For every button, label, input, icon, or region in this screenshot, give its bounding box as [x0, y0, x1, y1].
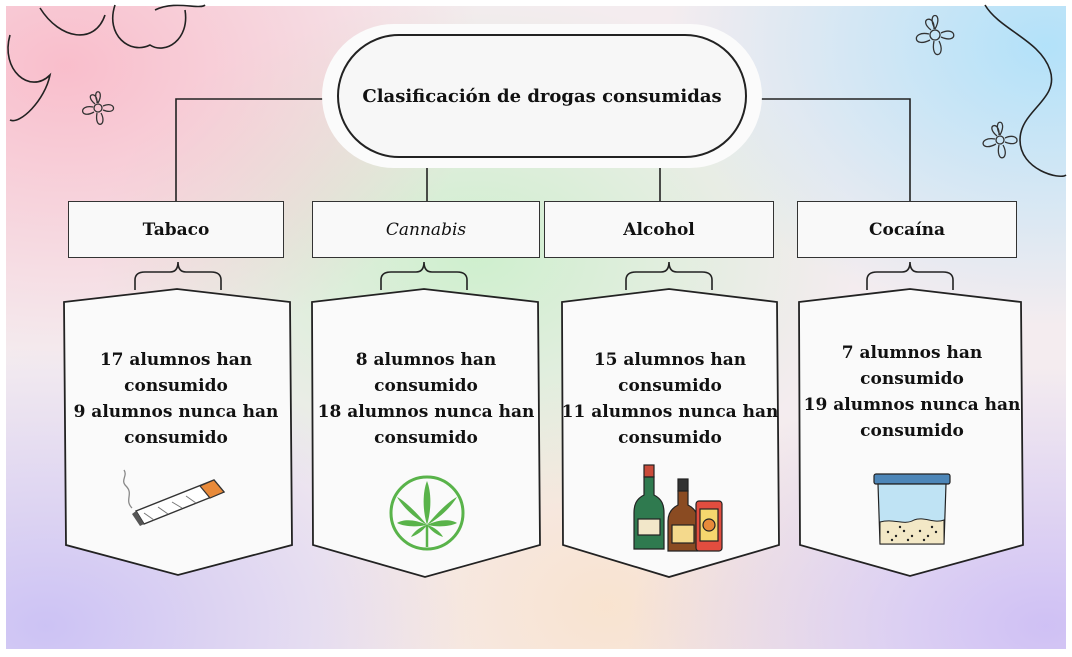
category-label: Cannabis [385, 219, 467, 240]
consumed-count: 7 alumnos han consumido [841, 343, 983, 389]
category-box-cannabis: Cannabis [312, 201, 540, 258]
never-consumed-count: 11 alumnos nunca han consumido [561, 402, 779, 448]
cards [63, 288, 1024, 578]
never-consumed-count: 18 alumnos nunca han consumido [317, 402, 535, 448]
cigarette-icon [123, 469, 226, 526]
card-cannabis [311, 288, 541, 578]
flower-icon [81, 91, 115, 125]
card-text-cannabis: 8 alumnos han consumido 18 alumnos nunca… [316, 347, 536, 451]
bottles-icon [633, 464, 723, 552]
diagram-title: Clasificación de drogas consumidas [362, 85, 722, 107]
braces [134, 261, 954, 290]
brace-1 [134, 261, 222, 290]
powder-bag-icon [873, 473, 951, 545]
consumed-count: 8 alumnos han consumido [355, 350, 497, 396]
title-pill: Clasificación de drogas consumidas [337, 34, 747, 158]
cannabis-leaf-icon [389, 475, 465, 551]
category-label: Alcohol [623, 219, 695, 240]
category-box-tabaco: Tabaco [68, 201, 284, 258]
consumed-count: 15 alumnos han consumido [593, 350, 747, 396]
flower-decoration-top-right [984, 4, 1067, 177]
card-text-cocaina: 7 alumnos han consumido 19 alumnos nunca… [802, 340, 1022, 444]
category-box-cocaina: Cocaína [797, 201, 1017, 258]
card-text-tabaco: 17 alumnos han consumido 9 alumnos nunca… [66, 347, 286, 451]
consumed-count: 17 alumnos han consumido [99, 350, 253, 396]
card-cocaina [798, 288, 1024, 577]
brace-3 [625, 261, 713, 290]
card-tabaco [63, 288, 293, 576]
brace-2 [380, 261, 468, 290]
category-label: Tabaco [142, 219, 210, 240]
category-label: Cocaína [868, 219, 946, 240]
card-text-alcohol: 15 alumnos han consumido 11 alumnos nunc… [560, 347, 780, 451]
brace-4 [866, 261, 954, 290]
category-box-alcohol: Alcohol [544, 201, 774, 258]
flower-icon [982, 121, 1018, 159]
flower-decoration-top-left [7, 4, 206, 122]
never-consumed-count: 9 alumnos nunca han consumido [73, 402, 279, 448]
flower-icon [915, 14, 955, 56]
never-consumed-count: 19 alumnos nunca han consumido [803, 395, 1021, 441]
card-alcohol [561, 288, 780, 578]
